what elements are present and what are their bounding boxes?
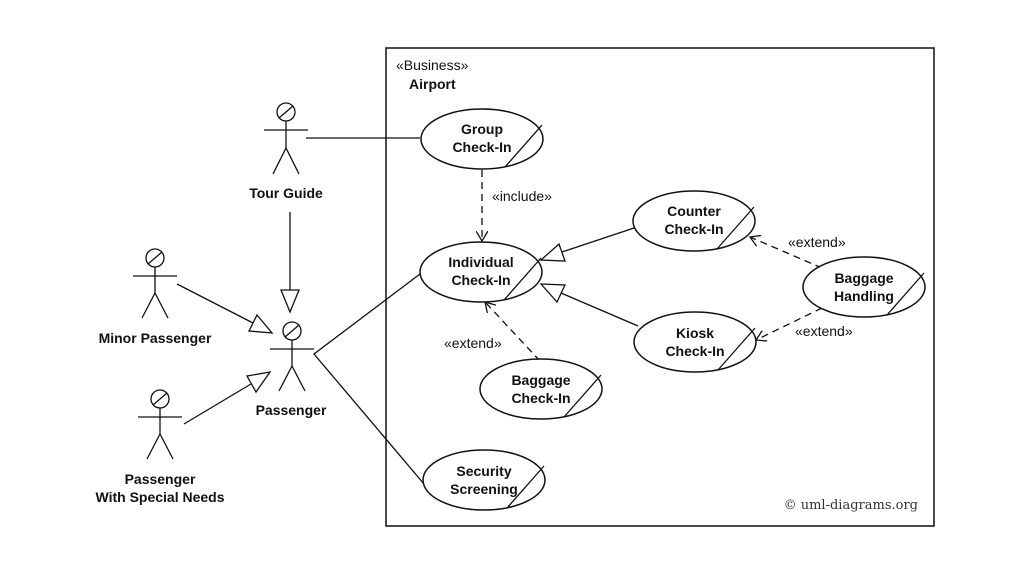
association-passenger-usecases [313,273,425,485]
system-name: Airport [409,76,456,92]
actor-minor-passenger: Minor Passenger [99,248,212,346]
usecase-counter-checkin: Counter Check-In [632,190,756,252]
usecase-individual-checkin: Individual Check-In [419,241,543,303]
svg-text:Counter: Counter [667,203,721,219]
stick-figure-icon [138,389,182,460]
actor-passenger: Passenger [256,321,327,418]
usecase-group-checkin: Group Check-In [420,108,544,170]
generalization-kiosk-line [560,292,639,327]
actor-label-line1: Passenger [125,471,196,487]
system-boundary [385,47,935,527]
stick-figure-icon [264,102,308,175]
usecase-baggage-checkin: Baggage Check-In [479,358,603,420]
actor-label: Passenger [256,402,327,418]
svg-text:Individual: Individual [448,254,513,270]
actor-tour-guide: Tour Guide [249,102,323,201]
svg-text:Check-In: Check-In [665,343,724,359]
extend-counter-arrow [750,237,823,269]
extend-individual-arrow [485,302,541,362]
copyright-text: © uml-diagrams.org [784,498,918,513]
svg-text:Kiosk: Kiosk [676,325,714,341]
svg-text:Handling: Handling [834,288,894,304]
svg-text:Baggage: Baggage [511,372,570,388]
generalization-minor-head [247,313,274,334]
include-label: «include» [492,188,552,204]
generalization-special-head [245,371,272,394]
usecase-security-screening: Security Screening [422,449,546,511]
actor-passenger-special-needs: Passenger With Special Needs [95,389,225,505]
actor-label: Minor Passenger [99,330,212,346]
stick-figure-icon [133,248,177,319]
generalization-minor-line [176,283,254,324]
generalization-counter-line [561,227,635,253]
stick-figure-icon [270,321,314,392]
svg-text:Check-In: Check-In [451,272,510,288]
svg-text:Check-In: Check-In [511,390,570,406]
extend-individual-label: «extend» [444,335,502,351]
usecase-baggage-handling: Baggage Handling [802,256,926,318]
system-stereotype: «Business» [396,57,469,73]
generalization-counter-head [539,242,566,262]
generalization-special-line [183,383,252,425]
svg-text:Check-In: Check-In [664,221,723,237]
extend-counter-label: «extend» [788,234,846,250]
svg-text:Baggage: Baggage [834,270,893,286]
svg-text:Screening: Screening [450,481,518,497]
actor-label: Tour Guide [249,185,323,201]
svg-text:Security: Security [456,463,511,479]
svg-text:Group: Group [461,121,503,137]
extend-kiosk-arrow [756,307,823,340]
actor-label-line2: With Special Needs [95,489,224,505]
extend-kiosk-label: «extend» [795,323,853,339]
generalization-tourguide-head [280,289,300,314]
generalization-kiosk-head [539,283,567,304]
usecase-kiosk-checkin: Kiosk Check-In [633,311,757,373]
svg-text:Check-In: Check-In [452,139,511,155]
